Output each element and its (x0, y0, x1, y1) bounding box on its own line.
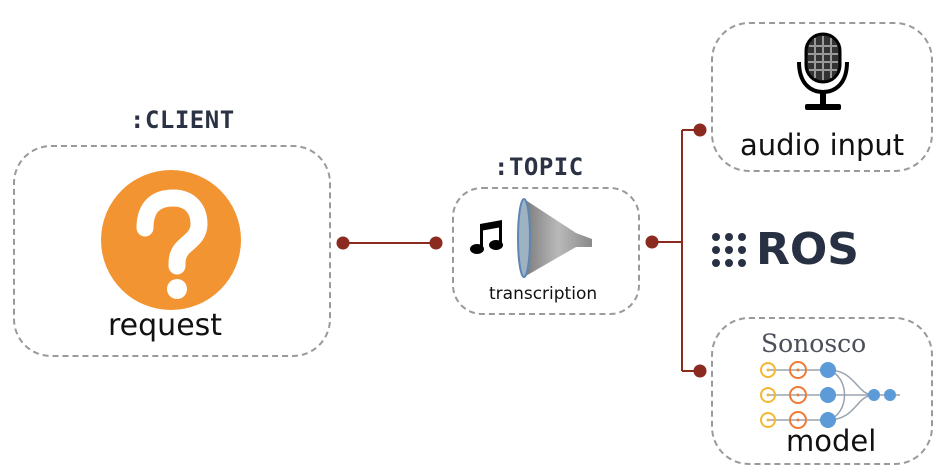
audio-input-node[interactable] (711, 22, 933, 172)
connector-dot (693, 123, 707, 137)
tag-colon-icon: : (130, 106, 145, 134)
ros-label: ROS (756, 224, 859, 275)
sonosco-brand: Sonosco (761, 329, 867, 358)
client-tag-label: CLIENT (144, 106, 235, 134)
topic-label: transcription (489, 284, 598, 304)
topic-tag: :TOPIC (494, 153, 584, 181)
tag-colon-icon: : (494, 153, 509, 181)
music-note-icon (470, 220, 503, 254)
connector-dot (336, 236, 350, 250)
model-node[interactable] (711, 317, 933, 465)
funnel-icon (517, 198, 592, 278)
microphone-icon (797, 32, 849, 110)
connector-dot (693, 364, 707, 378)
client-tag: :CLIENT (130, 106, 235, 134)
question-icon (101, 170, 241, 310)
topic-node[interactable] (452, 187, 640, 315)
neural-network-icon (760, 361, 900, 429)
connector-dot (645, 235, 659, 249)
topic-tag-label: TOPIC (508, 153, 584, 181)
ros-logo-icon (712, 233, 746, 267)
model-label: model (786, 424, 877, 458)
audio-input-label: audio input (740, 128, 905, 162)
client-label: request (108, 308, 223, 343)
connector-dot (429, 236, 443, 250)
client-node[interactable] (13, 145, 331, 357)
